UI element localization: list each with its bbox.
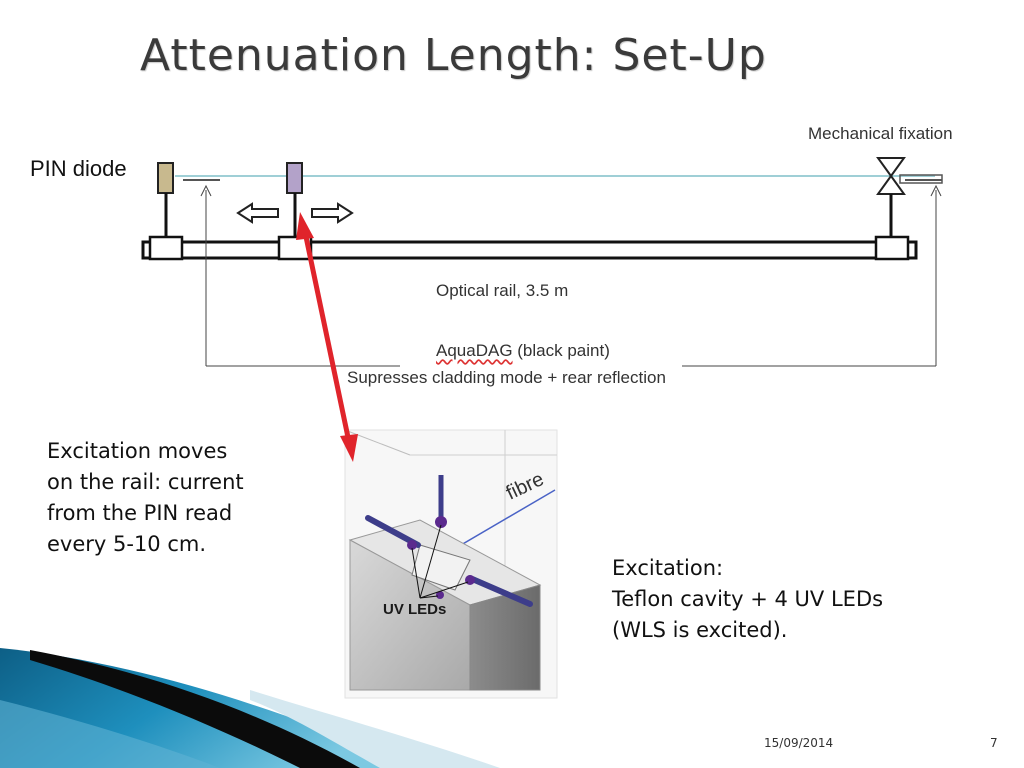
- pointer-arrowhead-bottom: [340, 434, 358, 462]
- pointer-arrowhead-top: [296, 212, 314, 240]
- fibre-tube-left: [365, 515, 421, 548]
- led-callout-line: [419, 595, 439, 599]
- uv-led-left: [407, 540, 417, 550]
- text-line: (WLS is excited).: [612, 618, 788, 642]
- move-right-arrow: [311, 202, 354, 224]
- mechanical-fixation-label: Mechanical fixation: [808, 124, 953, 143]
- slide-title: Attenuation Length: Set-Up: [140, 30, 767, 81]
- aquadag-arrow-right: [930, 184, 942, 197]
- move-left-arrow: [236, 202, 279, 224]
- text-line: every 5-10 cm.: [47, 532, 207, 556]
- fixation-top-triangle: [876, 157, 906, 178]
- aquadag-word: AquaDAG: [436, 341, 513, 360]
- footer-date: 15/09/2014: [764, 736, 834, 750]
- text-line: Excitation moves: [47, 439, 228, 463]
- excitation-carriage: [277, 235, 313, 261]
- suppression-label: Supresses cladding mode + rear reflectio…: [347, 368, 666, 387]
- light-swoosh-shape: [250, 690, 500, 768]
- light-blue-swoosh-shape: [0, 700, 220, 768]
- aquadag-label: AquaDAG (black paint): [436, 341, 610, 361]
- led-callout-line: [411, 547, 421, 599]
- fibre-tube-right: [467, 575, 533, 607]
- uv-leds-label: UV LEDs: [383, 601, 446, 618]
- aquadag-rest: (black paint): [512, 341, 610, 360]
- fibre-end-clamp: [899, 174, 943, 184]
- black-swoosh-shape: [30, 650, 360, 768]
- block-side-face: [469, 584, 541, 691]
- inset-guide-line: [344, 429, 411, 456]
- pin-diode-label: PIN diode: [30, 156, 127, 181]
- text-line: on the rail: current: [47, 470, 244, 494]
- text-line: Teflon cavity + 4 UV LEDs: [612, 587, 884, 611]
- text-line: from the PIN read: [47, 501, 233, 525]
- fixation-carriage: [874, 235, 910, 261]
- pin-carriage: [148, 235, 184, 261]
- aquadag-arrow-left: [200, 184, 212, 197]
- uv-led-top: [435, 516, 447, 528]
- text-line: Excitation:: [612, 556, 724, 580]
- led-callout-line: [419, 581, 469, 599]
- excitation-description-text: Excitation: Teflon cavity + 4 UV LEDs (W…: [612, 553, 952, 646]
- optical-rail-label: Optical rail, 3.5 m: [436, 281, 569, 300]
- uv-led-bottom: [436, 591, 444, 599]
- excitation-moves-text: Excitation moves on the rail: current fr…: [47, 436, 297, 560]
- optical-rail: [141, 240, 918, 260]
- page-number: 7: [990, 736, 998, 750]
- pointer-arrow-shaft: [302, 231, 352, 443]
- led-callout-line: [419, 524, 442, 599]
